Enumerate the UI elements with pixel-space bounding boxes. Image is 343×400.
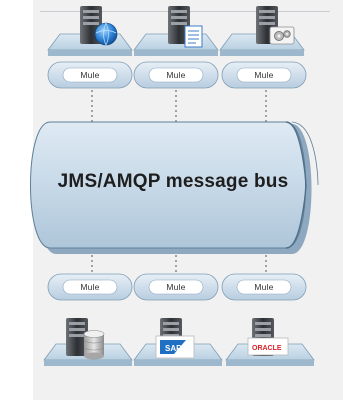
bottom-mule-label-1: Mule — [80, 282, 100, 292]
bottom-mule-label-2: Mule — [166, 282, 186, 292]
top-mule-label-3: Mule — [254, 70, 274, 80]
server-document-icon — [168, 6, 203, 48]
top-connector-2 — [133, 61, 219, 89]
oracle-logo-text: ORACLE — [252, 345, 282, 352]
bottom-connector-2 — [133, 273, 219, 301]
bottom-mule-label-3: Mule — [254, 282, 274, 292]
server-sap-icon: SAP — [155, 318, 195, 359]
sap-logo-text: SAP — [165, 344, 182, 353]
message-bus-label: JMS/AMQP message bus — [57, 171, 289, 192]
server-database-icon — [66, 318, 105, 360]
top-connector-1 — [47, 61, 133, 89]
top-mule-label-1: Mule — [80, 70, 100, 80]
top-mule-label-2: Mule — [166, 70, 186, 80]
top-connector-3 — [221, 61, 307, 89]
server-globe-icon — [80, 6, 118, 46]
server-gears-icon — [256, 6, 295, 45]
message-bus-shape — [30, 121, 319, 254]
bottom-connector-1 — [47, 273, 133, 301]
server-oracle-icon: ORACLE — [247, 318, 289, 356]
bottom-connector-3 — [221, 273, 307, 301]
